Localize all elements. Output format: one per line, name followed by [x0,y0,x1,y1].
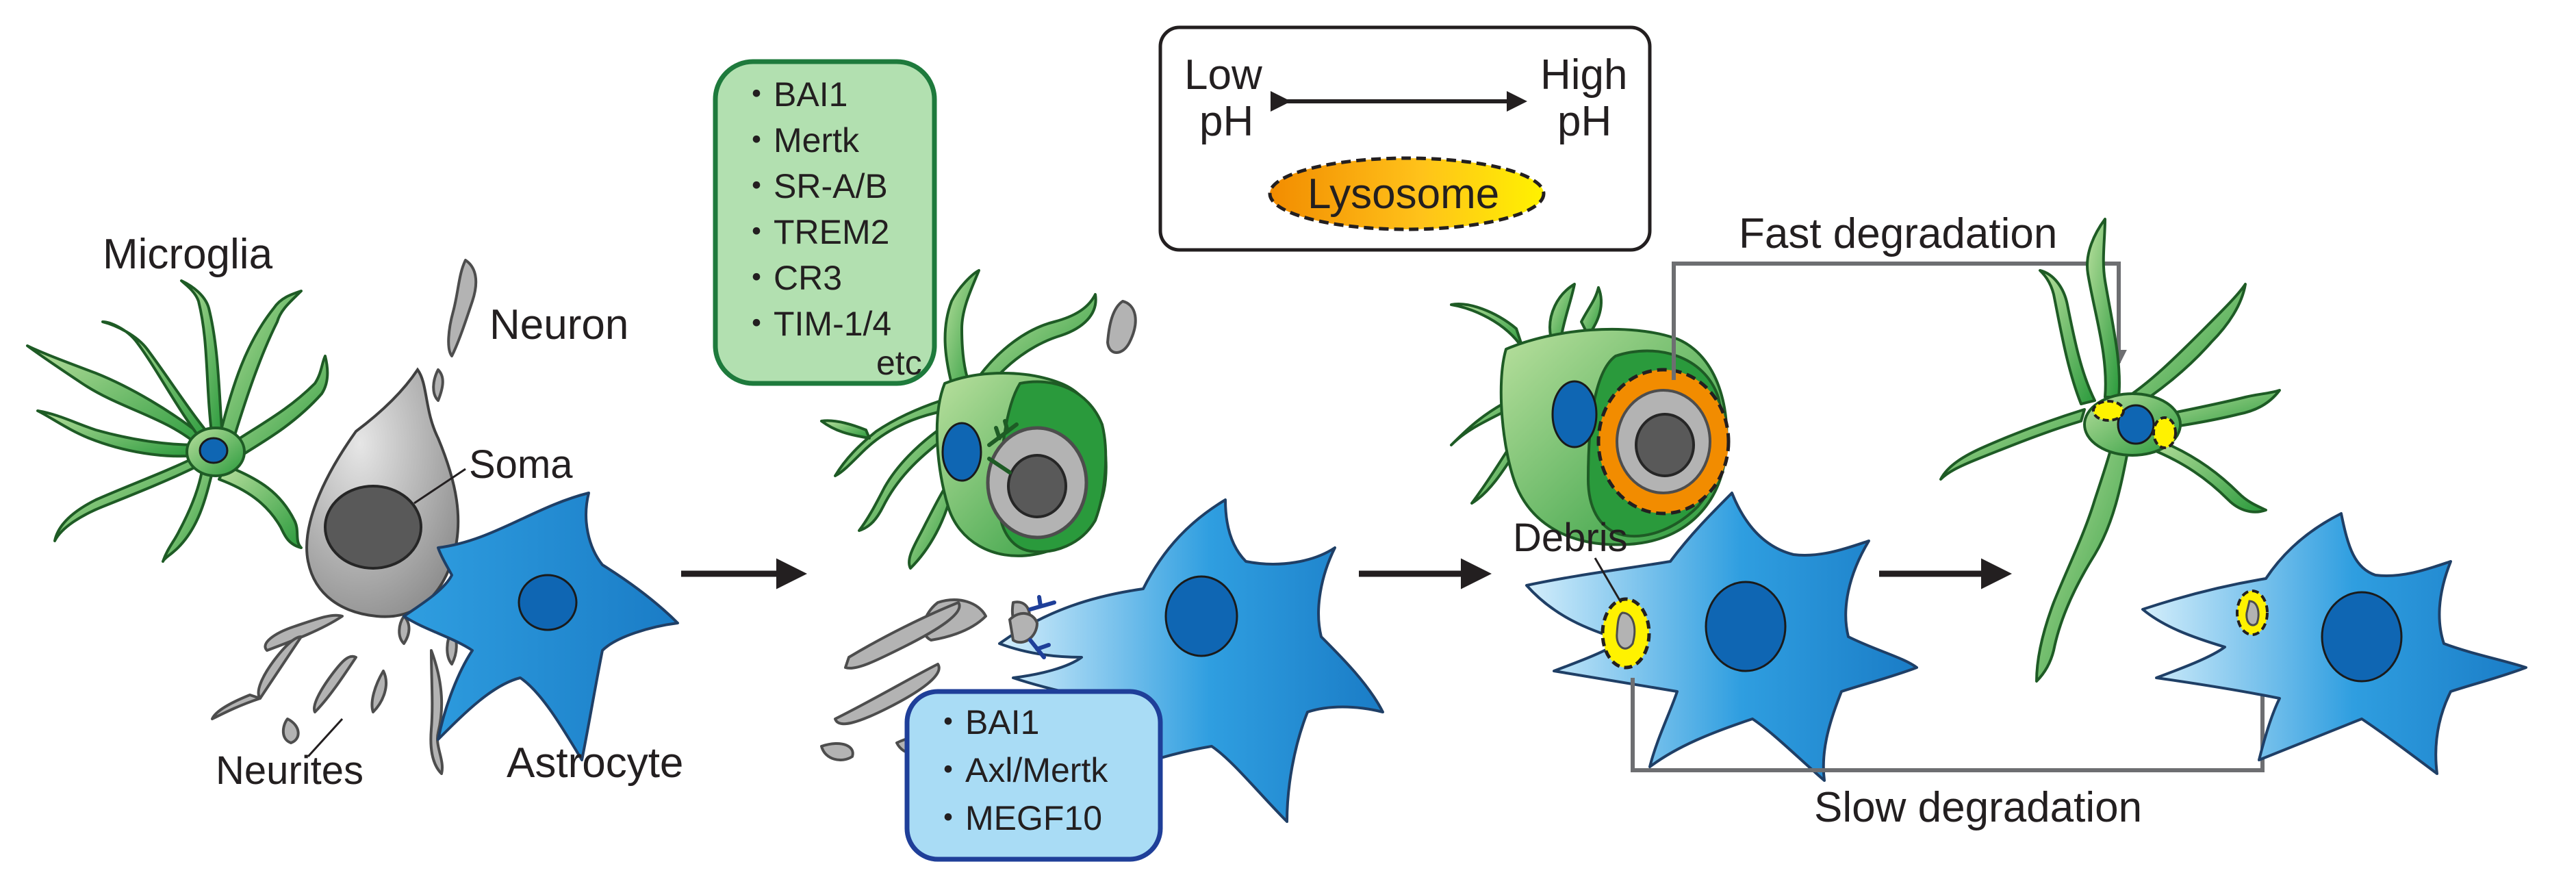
svg-text:・SR-A/B: ・SR-A/B [739,167,888,205]
svg-text:・BAI1: ・BAI1 [931,703,1039,741]
astrocyte-receptor-icon [1028,595,1056,659]
label-fast-degradation: Fast degradation [1739,210,2057,257]
debris-pointer [1594,557,1622,603]
legend-ph-low: pH [1199,98,1253,145]
recovered-microglia [1939,218,2281,683]
svg-text:・BAI1: ・BAI1 [739,75,847,114]
legend-low: Low [1184,51,1262,99]
label-debris: Debris [1513,516,1628,560]
degrading-astrocyte [1525,492,1918,782]
panel2-debris [820,300,1137,761]
neuron [211,259,478,775]
astro-receptor-2: Axl/Mertk [965,751,1108,789]
mg-receptor-2: Mertk [774,121,860,160]
mg-receptor-5: CR3 [774,259,842,297]
microglia-receptor-box: ・BAI1 ・Mertk ・SR-A/B ・TREM2 ・CR3 ・TIM-1/… [713,59,937,386]
lysosome-legend-icon [1268,156,1546,231]
soma-pointer [413,468,466,505]
fast-degradation-path [1672,262,2127,380]
microglia-receptor-icon [987,419,1019,474]
svg-text:・TIM-1/4: ・TIM-1/4 [739,305,891,343]
mg-receptor-1: BAI1 [774,75,847,114]
ph-legend: Low pH High pH Lysosome [1158,25,1652,252]
mg-receptor-6: TIM-1/4 [774,305,891,343]
mg-receptor-4: TREM2 [774,213,889,251]
astrocyte-receptor-box: ・BAI1 ・Axl/Mertk ・MEGF10 [904,689,1163,862]
degrading-microglia [1450,283,1731,546]
resting-astrocyte [403,492,679,761]
slow-degradation-path [1631,674,2271,772]
resting-microglia [26,279,329,563]
legend-ph-high: pH [1557,98,1611,145]
astro-receptor-3: MEGF10 [965,799,1102,837]
label-microglia: Microglia [103,231,273,278]
mg-receptor-3: SR-A/B [774,167,888,205]
neurites-pointer [307,718,344,758]
astro-receptor-1: BAI1 [965,703,1039,741]
svg-text:・TREM2: ・TREM2 [739,213,889,251]
phagocytic-astrocyte [998,498,1384,823]
label-neurites: Neurites [216,748,364,793]
svg-text:・Axl/Mertk: ・Axl/Mertk [931,751,1108,789]
svg-text:・CR3: ・CR3 [739,259,842,297]
label-neuron: Neuron [489,301,628,348]
label-slow-degradation: Slow degradation [1814,784,2142,831]
svg-text:・MEGF10: ・MEGF10 [931,799,1102,837]
legend-high: High [1540,51,1628,99]
label-soma: Soma [469,442,573,487]
legend-lysosome: Lysosome [1308,170,1499,218]
svg-text:・Mertk: ・Mertk [739,121,860,160]
mg-receptor-etc: etc [876,344,922,382]
recovering-astrocyte [2141,512,2527,775]
label-astrocyte: Astrocyte [507,739,683,787]
phagocytic-microglia [820,269,1108,570]
